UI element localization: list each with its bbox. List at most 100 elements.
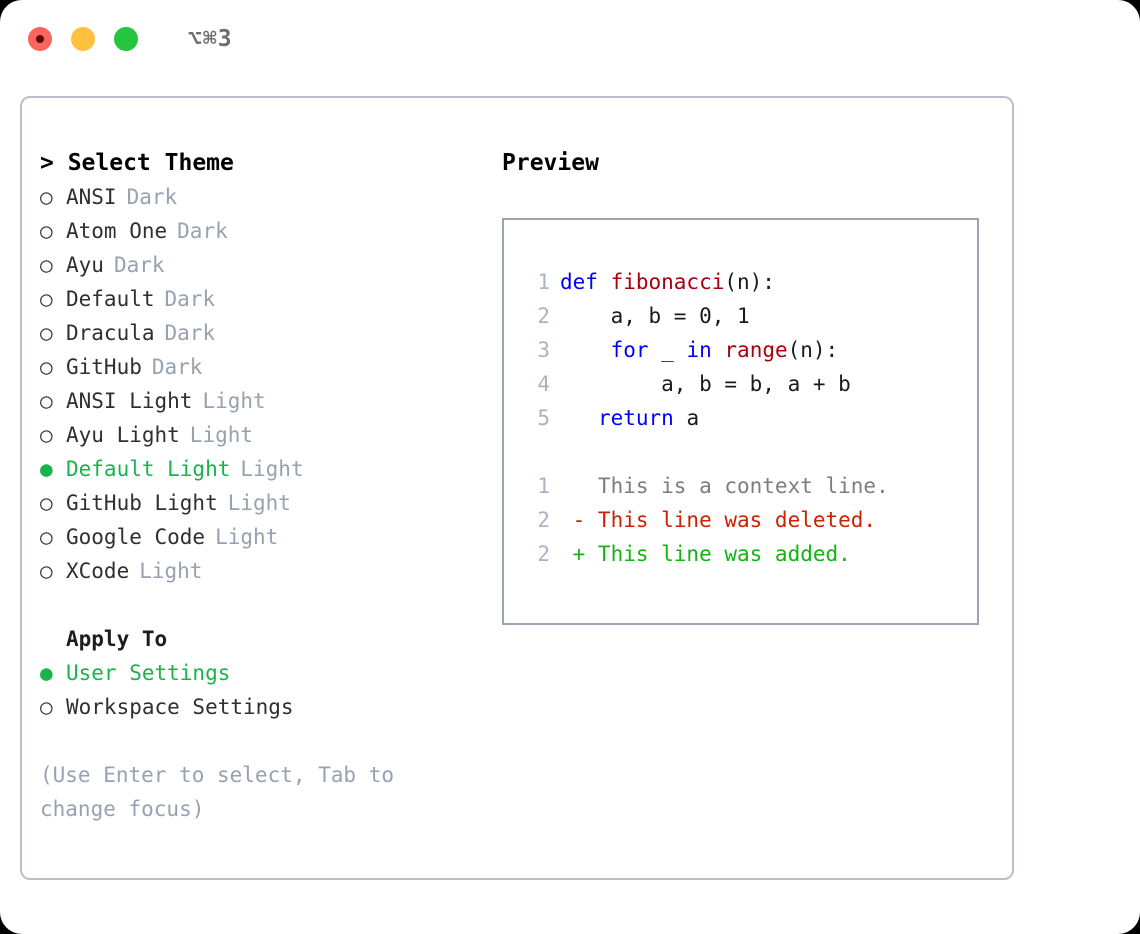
theme-option-tag: Dark	[151, 355, 203, 379]
theme-option-label: Atom One	[66, 219, 168, 243]
diff-line-number: 1	[537, 474, 550, 498]
code-token-fn: fibonacci	[610, 270, 725, 294]
apply-to-list: ● User Settings ○Workspace Settings	[40, 656, 502, 724]
theme-option-tag: Light	[227, 491, 291, 515]
code-token-fn: range	[724, 338, 788, 362]
theme-option-label: Default	[66, 287, 155, 311]
theme-option-label: ANSI Light	[66, 389, 193, 413]
code-token-plain	[712, 338, 725, 362]
radio-unselected-icon: ○	[40, 355, 53, 379]
maximize-window-button[interactable]	[114, 27, 138, 51]
theme-option-dracula[interactable]: ○ Dracula Dark	[40, 316, 502, 350]
diff-line: 1 This is a context line.	[522, 469, 977, 503]
radio-unselected-icon: ○	[40, 253, 53, 277]
code-token-plain: a, b = 0, 1	[560, 304, 750, 328]
code-token-plain: _	[648, 338, 687, 362]
radio-unselected-icon: ○	[40, 423, 53, 447]
code-line: 2 a, b = 0, 1	[522, 299, 977, 333]
code-line-number: 2	[537, 304, 550, 328]
code-token-kw: for	[610, 338, 649, 362]
theme-option-label: Ayu Light	[66, 423, 180, 447]
radio-unselected-icon: ○	[40, 525, 53, 549]
code-line: 5 return a	[522, 401, 977, 435]
theme-option-tag: Dark	[177, 219, 228, 243]
preview-header: Preview	[502, 150, 599, 176]
apply-to-option-label: Workspace Settings	[66, 695, 294, 719]
theme-option-ansi[interactable]: ○ ANSI Dark	[40, 180, 502, 214]
code-line-number: 1	[537, 270, 550, 294]
code-line-text: a, b = 0, 1	[560, 299, 750, 333]
theme-option-label: Dracula	[66, 321, 155, 345]
diff-line: 2 + This line was added.	[522, 537, 977, 571]
code-token-plain: a	[673, 406, 700, 430]
diff-line-text: - This line was deleted.	[560, 508, 877, 532]
code-spacer	[522, 435, 977, 469]
radio-selected-icon: ●	[40, 661, 53, 685]
theme-option-tag: Light	[189, 423, 254, 447]
code-line-text: for _ in range(n):	[560, 333, 839, 367]
code-line-number: 3	[537, 338, 550, 362]
traffic-lights	[28, 27, 138, 51]
theme-option-label: GitHub Light	[66, 491, 218, 515]
code-token-plain: (n):	[787, 338, 839, 362]
theme-option-label: Ayu	[66, 253, 104, 277]
apply-to-section: Apply To ● User Settings ○Workspace Settin…	[40, 622, 502, 724]
theme-option-google-code[interactable]: ○ Google Code Light	[40, 520, 502, 554]
keyboard-shortcut-label: ⌥⌘3	[188, 26, 233, 52]
diff-line-number: 2	[537, 542, 550, 566]
diff-line-text: + This line was added.	[560, 542, 851, 566]
apply-to-option-user-settings[interactable]: ● User Settings	[40, 656, 502, 690]
radio-unselected-icon: ○	[40, 491, 53, 515]
apply-to-option-label: User Settings	[66, 661, 231, 685]
theme-option-tag: Dark	[164, 321, 216, 345]
title-bar: ⌥⌘3	[0, 0, 1140, 78]
theme-option-tag: Dark	[164, 287, 216, 311]
radio-selected-icon: ●	[40, 457, 53, 481]
theme-option-tag: Light	[215, 525, 279, 549]
code-token-plain	[560, 338, 611, 362]
radio-unselected-icon: ○	[40, 559, 53, 583]
theme-option-ayu-light[interactable]: ○ Ayu Light Light	[40, 418, 502, 452]
radio-unselected-icon: ○	[40, 287, 53, 311]
theme-option-xcode[interactable]: ○ XCode Light	[40, 554, 502, 588]
code-token-kw: def	[560, 270, 611, 294]
theme-option-default[interactable]: ○ Default Dark	[40, 282, 502, 316]
diff-sample: 1 This is a context line.2 - This line w…	[522, 469, 977, 571]
code-token-kw: in	[686, 338, 712, 362]
theme-option-label: GitHub	[66, 355, 142, 379]
code-token-kw: return	[597, 406, 674, 430]
close-icon	[36, 35, 44, 43]
apply-to-option-workspace-settings[interactable]: ○Workspace Settings	[40, 690, 502, 724]
theme-option-tag: Light	[139, 559, 203, 583]
theme-option-label: ANSI	[66, 185, 117, 209]
diff-line: 2 - This line was deleted.	[522, 503, 977, 537]
close-window-button[interactable]	[28, 27, 52, 51]
theme-option-label: Google Code	[66, 525, 206, 549]
code-token-plain: (n):	[724, 270, 775, 294]
theme-option-github-light[interactable]: ○ GitHub Light Light	[40, 486, 502, 520]
apply-to-header: Apply To	[66, 627, 168, 651]
diff-line-text: This is a context line.	[560, 474, 889, 498]
code-line: 1 def fibonacci(n):	[522, 265, 977, 299]
theme-option-tag: Light	[202, 389, 266, 413]
theme-option-label: XCode	[66, 559, 130, 583]
theme-option-tag: Dark	[126, 185, 178, 209]
code-token-plain: a, b = b, a + b	[560, 372, 851, 396]
theme-option-github[interactable]: ○ GitHub Dark	[40, 350, 502, 384]
minimize-window-button[interactable]	[71, 27, 95, 51]
theme-option-tag: Light	[240, 457, 304, 481]
radio-unselected-icon: ○	[40, 321, 53, 345]
code-line: 4 a, b = b, a + b	[522, 367, 977, 401]
radio-unselected-icon: ○	[40, 185, 53, 209]
code-line: 3 for _ in range(n):	[522, 333, 977, 367]
code-line-text: return a	[560, 401, 699, 435]
